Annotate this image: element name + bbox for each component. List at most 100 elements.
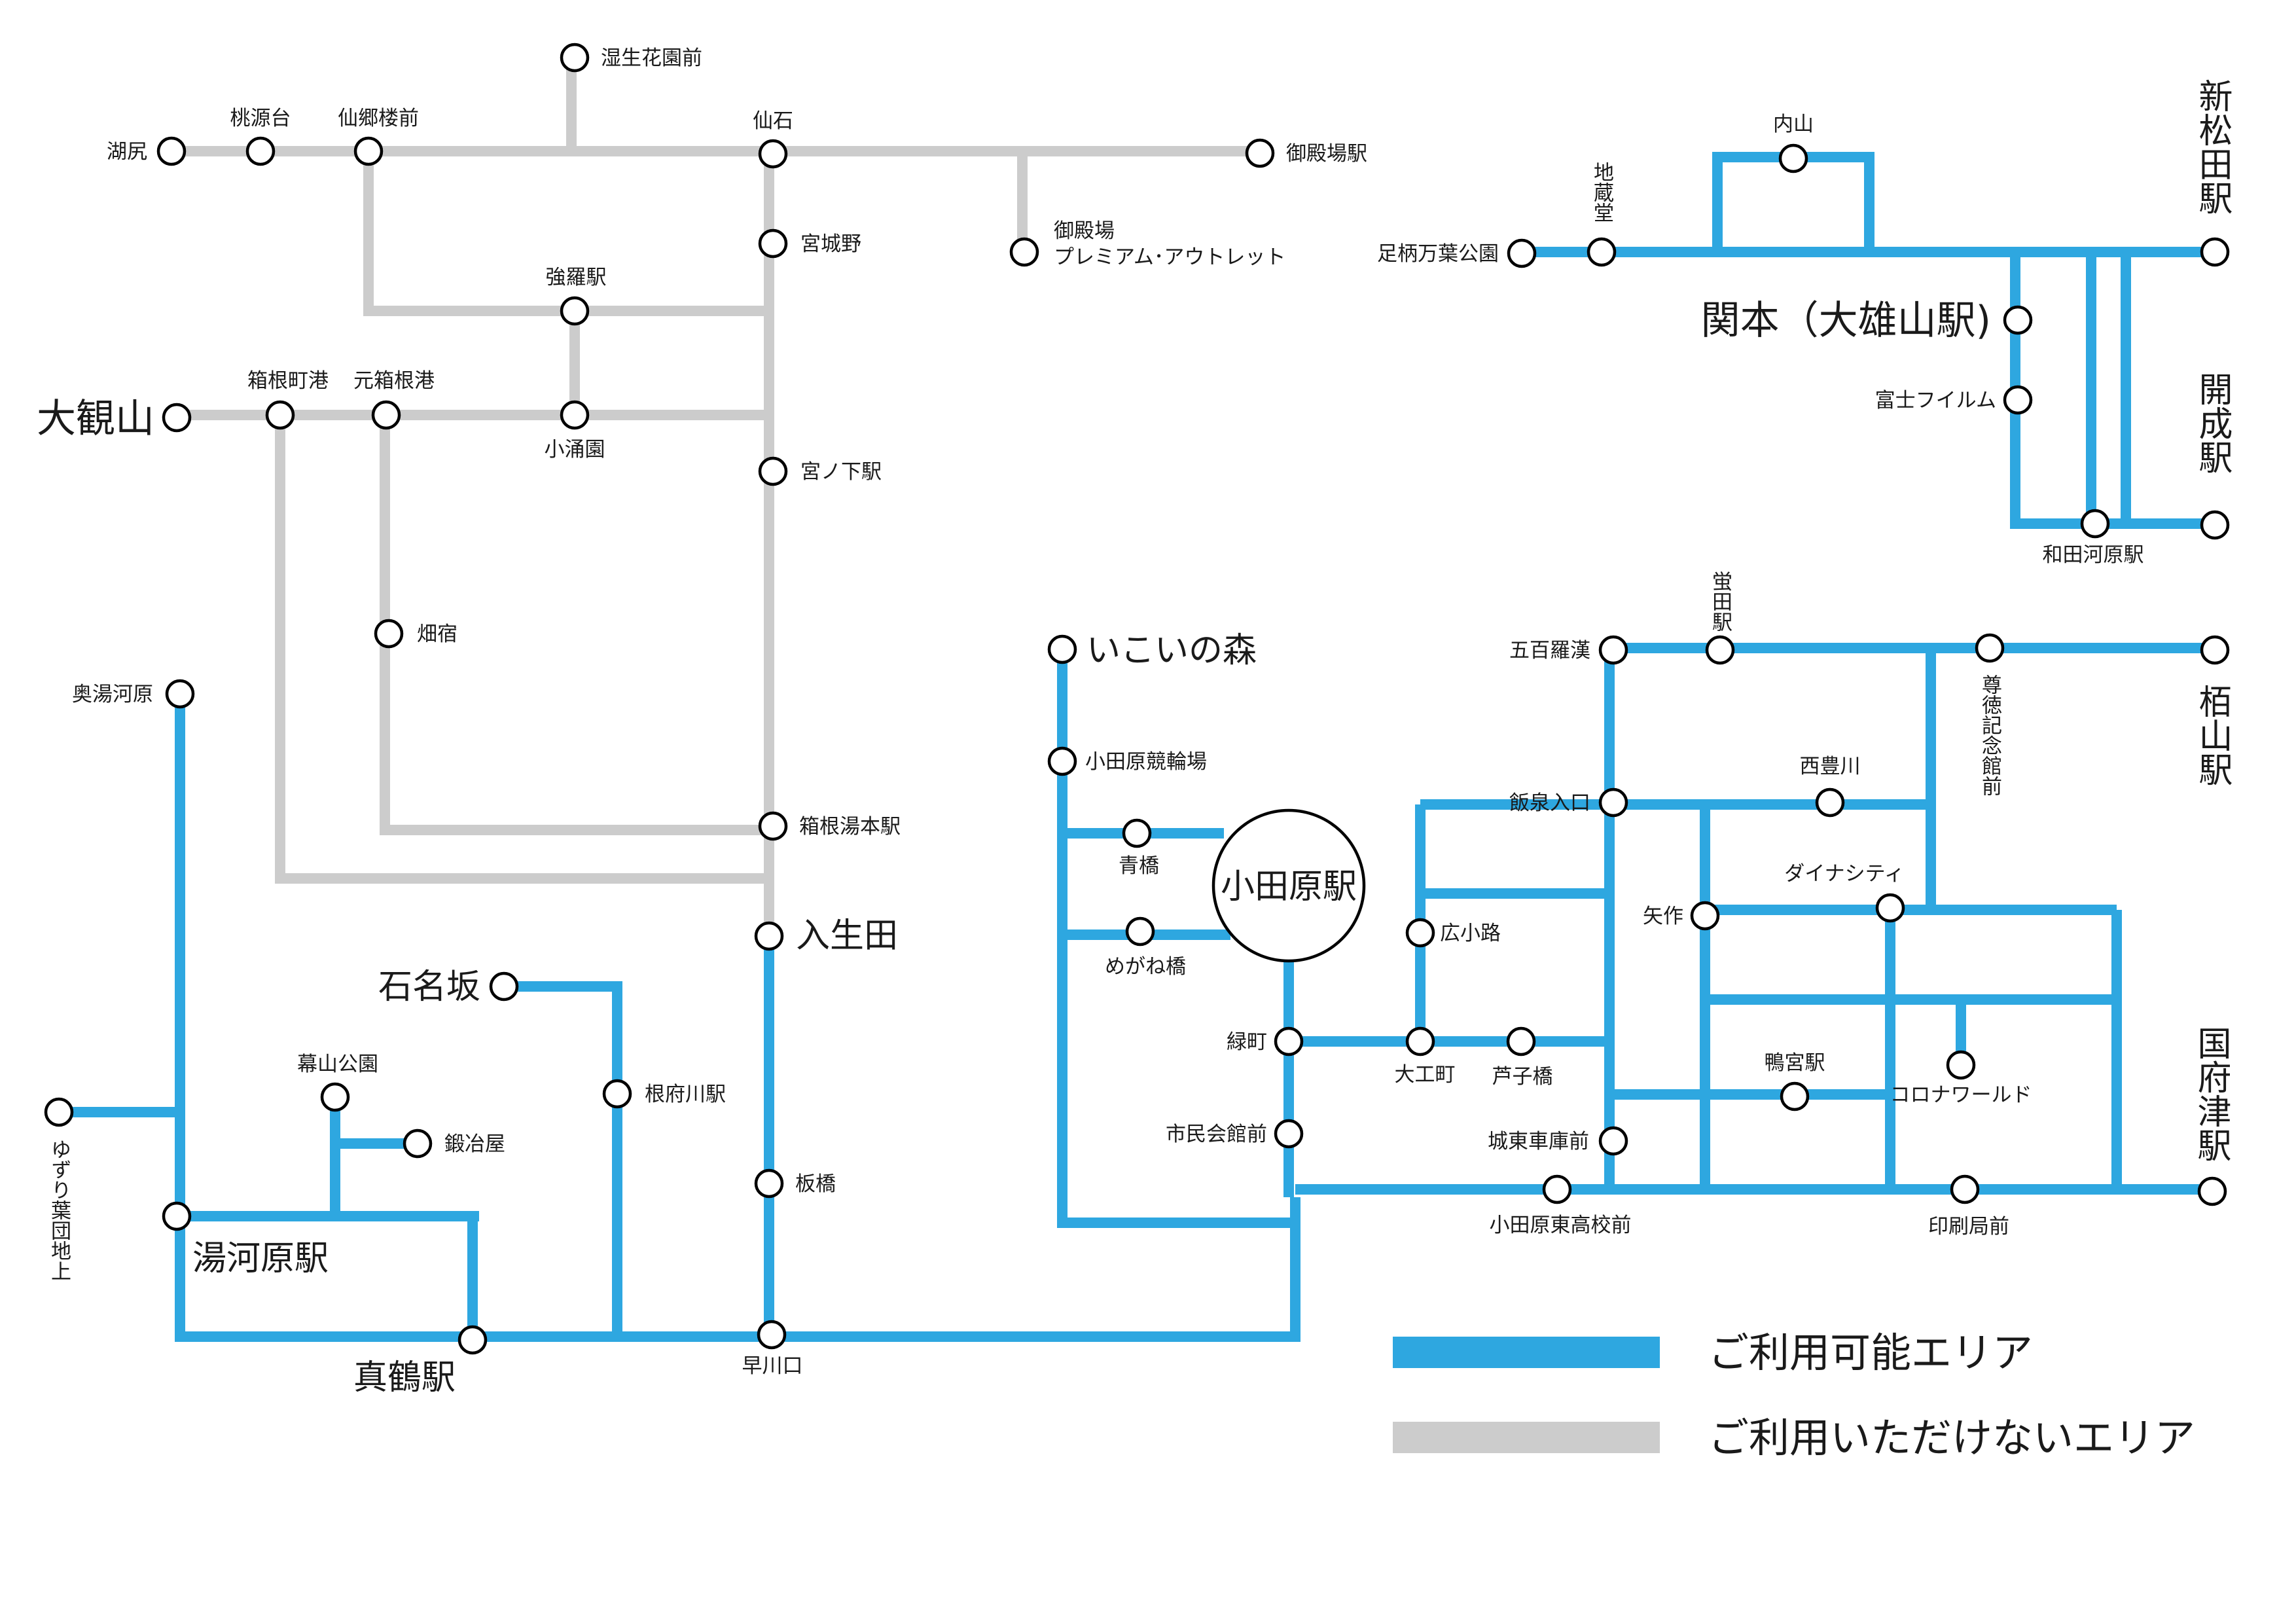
stop-odawara-higashi-koko-mae[interactable] bbox=[1542, 1174, 1572, 1204]
label-midoricho: 緑町 bbox=[1227, 1030, 1267, 1054]
label-gotemba-outlet-2: プレミアム･アウトレット bbox=[1054, 245, 1285, 269]
stop-sekimoto[interactable] bbox=[2003, 305, 2033, 335]
stop-gotemba-eki[interactable] bbox=[1245, 138, 1275, 168]
label-kaisei-eki: 開成駅 bbox=[2193, 372, 2232, 474]
label-daikucho: 大工町 bbox=[1395, 1063, 1456, 1087]
stop-gotemba-outlet[interactable] bbox=[1009, 237, 1039, 267]
stop-meganebashi[interactable] bbox=[1125, 916, 1155, 947]
stop-shin-matsuda-eki[interactable] bbox=[2200, 237, 2230, 267]
label-yahagi: 矢作 bbox=[1643, 905, 1683, 928]
stop-ishinazaka[interactable] bbox=[489, 971, 519, 1001]
stop-yahagi[interactable] bbox=[1690, 901, 1720, 931]
stop-keirinjo[interactable] bbox=[1047, 746, 1077, 776]
stop-hatajuku[interactable] bbox=[374, 619, 404, 649]
label-aobashi: 青橋 bbox=[1119, 854, 1159, 878]
stop-ashikobashi[interactable] bbox=[1506, 1026, 1536, 1056]
stop-iriuda[interactable] bbox=[754, 921, 784, 951]
label-ishinazaka: 石名坂 bbox=[378, 967, 480, 1007]
label-miyagino: 宮城野 bbox=[800, 232, 861, 256]
stop-yuzuriha-danchi[interactable] bbox=[44, 1097, 74, 1127]
legend-label-available: ご利用可能エリア bbox=[1708, 1329, 2033, 1377]
stop-odawara-eki[interactable] bbox=[1211, 808, 1366, 963]
label-nebukawa-eki: 根府川駅 bbox=[645, 1083, 726, 1106]
stop-dynacity[interactable] bbox=[1875, 893, 1905, 923]
station-labels: 湿生花園前 湖尻 桃源台 仙郷楼前 仙石 御殿場駅 御殿場 プレミアム･アウトレ… bbox=[37, 46, 2232, 1398]
stop-hotaruda-eki[interactable] bbox=[1705, 635, 1735, 665]
stop-kowakien[interactable] bbox=[560, 400, 590, 430]
label-daikanzan: 大観山 bbox=[37, 396, 154, 442]
stop-jizodo[interactable] bbox=[1587, 237, 1617, 267]
stop-daikanzan[interactable] bbox=[162, 403, 192, 433]
stop-togendai[interactable] bbox=[245, 136, 276, 166]
stop-uchiyama[interactable] bbox=[1778, 143, 1808, 173]
stop-miyagino[interactable] bbox=[758, 228, 788, 259]
legend-swatch-unavailable bbox=[1393, 1422, 1660, 1453]
gray-line-senkyoro-gora bbox=[363, 151, 769, 316]
stop-miyanoshita-eki[interactable] bbox=[758, 456, 788, 486]
stop-itabashi[interactable] bbox=[754, 1168, 784, 1199]
label-hatajuku: 畑宿 bbox=[417, 623, 457, 646]
label-kayama-eki: 栢山駅 bbox=[2193, 684, 2232, 786]
label-okuyugawara: 奥湯河原 bbox=[72, 683, 153, 706]
label-keirinjo: 小田原競輪場 bbox=[1085, 750, 1207, 774]
stop-hakone-yumoto-eki[interactable] bbox=[758, 811, 788, 841]
label-fuji-film: 富士フイルム bbox=[1875, 389, 1996, 412]
label-hayakawaguchi: 早川口 bbox=[742, 1354, 803, 1378]
stop-senkyoro-mae[interactable] bbox=[353, 136, 384, 166]
blue-line-ishinazaka bbox=[504, 981, 622, 1337]
stop-okuyugawara[interactable] bbox=[165, 679, 195, 709]
label-sontoku-kinenkan-mae: 尊徳記念館前 bbox=[1978, 674, 2002, 796]
label-odawara-eki: 小田原駅 bbox=[1221, 867, 1357, 907]
label-ashikobashi: 芦子橋 bbox=[1492, 1065, 1553, 1089]
stop-kojiri[interactable] bbox=[156, 136, 187, 166]
label-shinomiya-eki: 鴨宮駅 bbox=[1765, 1051, 1825, 1075]
stop-gohyakurakan[interactable] bbox=[1598, 635, 1628, 665]
stop-kayama-eki[interactable] bbox=[2200, 635, 2230, 665]
label-shisseikaen-mae: 湿生花園前 bbox=[601, 46, 702, 70]
label-sekimoto: 関本（大雄山駅) bbox=[1701, 298, 1991, 344]
label-manazuru-eki: 真鶴駅 bbox=[353, 1358, 456, 1398]
stop-makuyama-koen[interactable] bbox=[320, 1082, 350, 1112]
stop-sontoku-kinenkan-mae[interactable] bbox=[1975, 633, 2005, 663]
stop-nebukawa-eki[interactable] bbox=[602, 1079, 632, 1109]
stop-aobashi[interactable] bbox=[1122, 818, 1152, 848]
label-insatsukyoku-mae: 印刷局前 bbox=[1928, 1215, 2009, 1238]
stop-insatsukyoku-mae[interactable] bbox=[1950, 1174, 1980, 1204]
stop-kajiya[interactable] bbox=[403, 1128, 433, 1159]
stop-nishitoyokawa[interactable] bbox=[1815, 787, 1845, 818]
label-meganebashi: めがね橋 bbox=[1105, 955, 1186, 979]
label-shin-matsuda-eki: 新松田駅 bbox=[2193, 79, 2232, 215]
label-corona-world: コロナワールド bbox=[1890, 1083, 2032, 1107]
stop-hakonemachi-ko[interactable] bbox=[265, 400, 295, 430]
stop-gora-eki[interactable] bbox=[560, 296, 590, 326]
label-hotaruda-eki: 蛍田駅 bbox=[1708, 571, 1732, 632]
stations bbox=[44, 43, 2230, 1355]
stop-shinomiya-eki[interactable] bbox=[1780, 1081, 1810, 1111]
label-miyanoshita-eki: 宮ノ下駅 bbox=[800, 460, 882, 484]
stop-yugawara-eki[interactable] bbox=[162, 1201, 192, 1231]
stop-manazuru-eki[interactable] bbox=[457, 1325, 488, 1355]
stop-shimin-kaikan-mae[interactable] bbox=[1274, 1119, 1304, 1149]
label-ashigara-manyo-koen: 足柄万葉公園 bbox=[1377, 242, 1499, 266]
stop-daikucho[interactable] bbox=[1405, 1026, 1435, 1056]
stop-ikoi-no-mori[interactable] bbox=[1047, 634, 1077, 664]
label-uchiyama: 内山 bbox=[1773, 113, 1814, 136]
stop-motohakone-ko[interactable] bbox=[371, 400, 401, 430]
stop-iizumi-iriguchi[interactable] bbox=[1598, 787, 1628, 818]
stop-ashigara-manyo-koen[interactable] bbox=[1507, 238, 1537, 268]
label-kozu-eki: 国府津駅 bbox=[2191, 1026, 2231, 1162]
label-itabashi: 板橋 bbox=[795, 1172, 836, 1196]
stop-kaisei-eki[interactable] bbox=[2200, 510, 2230, 540]
stop-corona-world[interactable] bbox=[1946, 1050, 1976, 1080]
stop-wadagahara-eki[interactable] bbox=[2080, 509, 2110, 539]
stop-hirokoji[interactable] bbox=[1405, 918, 1435, 948]
stop-shisseikaen-mae[interactable] bbox=[560, 43, 590, 73]
stop-fuji-film[interactable] bbox=[2003, 385, 2033, 415]
label-togendai: 桃源台 bbox=[230, 107, 291, 130]
stop-sengoku[interactable] bbox=[758, 139, 788, 169]
stop-midoricho[interactable] bbox=[1274, 1026, 1304, 1056]
stop-kozu-eki[interactable] bbox=[2197, 1176, 2227, 1206]
stop-johigashi-shako-mae[interactable] bbox=[1598, 1126, 1628, 1156]
stop-hayakawaguchi[interactable] bbox=[757, 1320, 787, 1350]
